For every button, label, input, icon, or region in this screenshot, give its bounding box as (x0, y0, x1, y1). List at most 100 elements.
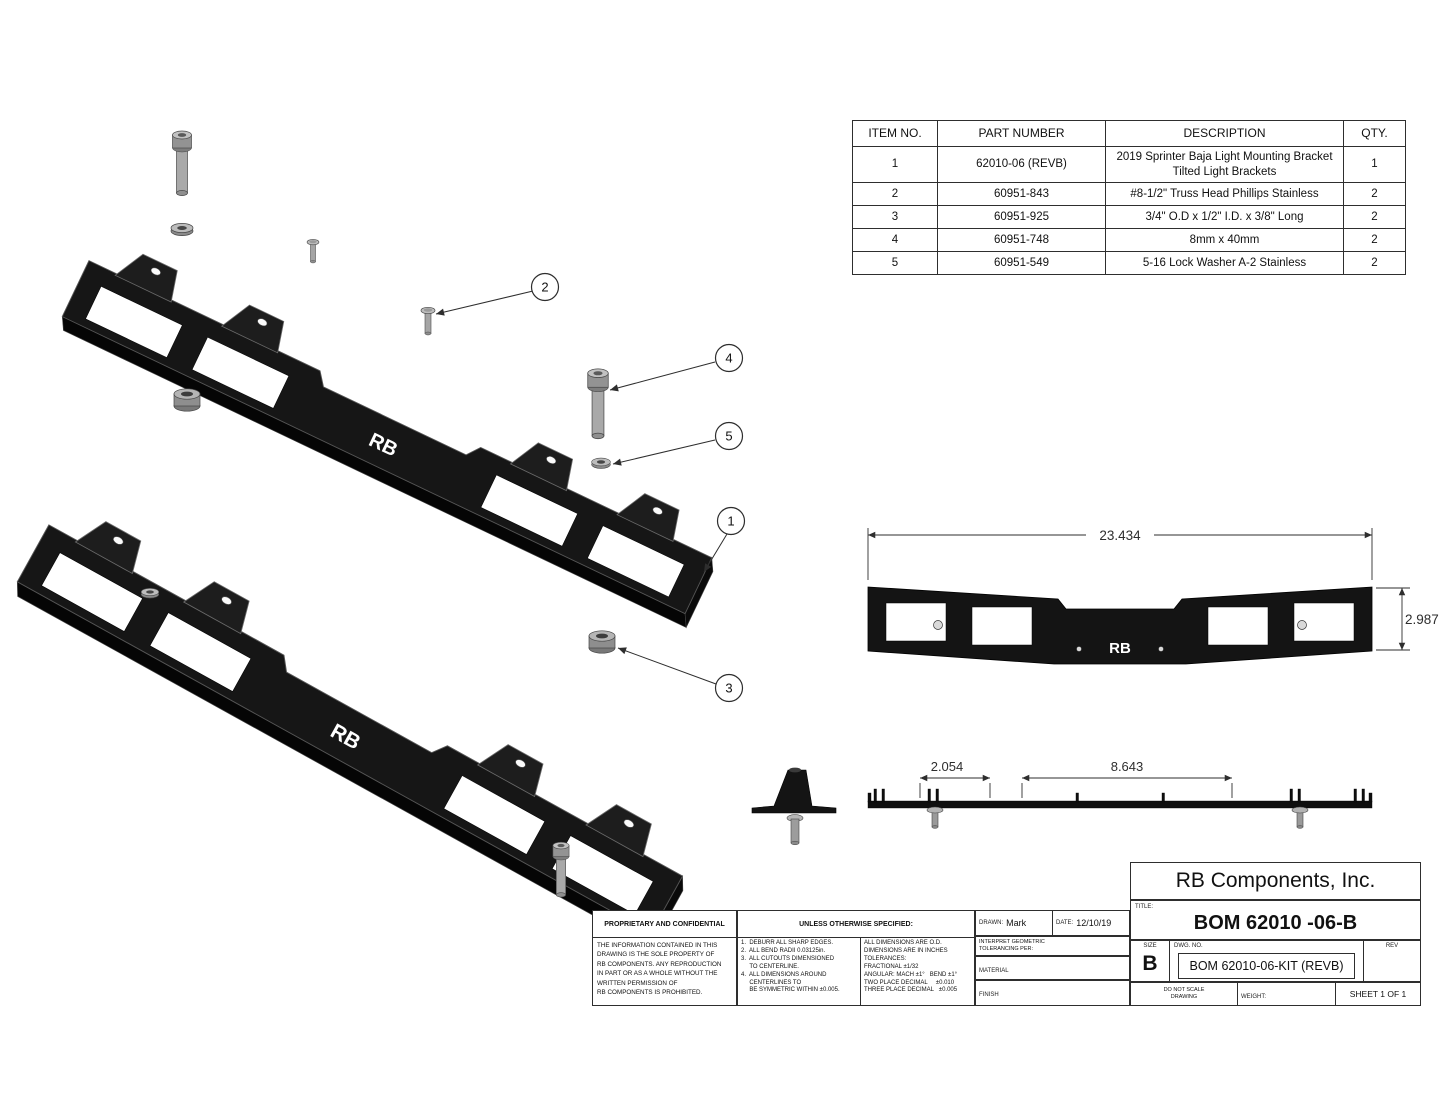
lock-washer-item5 (591, 457, 611, 469)
proprietary-heading: PROPRIETARY AND CONFIDENTIAL (593, 911, 736, 938)
svg-text:3: 3 (725, 681, 732, 696)
bom-table-wrap: ITEM NO. PART NUMBER DESCRIPTION QTY. 1 … (852, 120, 1406, 275)
drawn-row: DRAWN: Mark DATE: 12/10/19 (975, 910, 1130, 936)
bom-cell-part: 60951-925 (937, 205, 1106, 229)
rev-label: REV (1385, 943, 1399, 949)
bom-cell-part: 60951-843 (937, 182, 1106, 206)
bom-header-desc: DESCRIPTION (1105, 120, 1344, 147)
bom-header-part: PART NUMBER (937, 120, 1106, 147)
uos-tolerances: ALL DIMENSIONS ARE O.D. DIMENSIONS ARE I… (861, 938, 974, 1006)
spacer-left (173, 388, 201, 412)
bom-cell-desc: 2019 Sprinter Baja Light Mounting Bracke… (1105, 146, 1344, 183)
company-name: RB Components, Inc. (1175, 869, 1376, 892)
uos-notes: 1. DEBURR ALL SHARP EDGES. 2. ALL BEND R… (738, 938, 861, 1006)
bom-table: ITEM NO. PART NUMBER DESCRIPTION QTY. 1 … (852, 120, 1406, 275)
finish-box: FINISH (975, 980, 1130, 1006)
truss-screw-item2 (420, 306, 436, 336)
tolerance-line: ALL DIMENSIONS ARE O.D. (864, 940, 942, 946)
bom-cell-desc: #8-1/2" Truss Head Phillips Stainless (1105, 182, 1344, 206)
uos-note: 4. ALL DIMENSIONS AROUND CENTERLINES TO … (741, 971, 840, 994)
tolerance-line: TWO PLACE DECIMAL ±0.010 (864, 979, 955, 986)
bom-header-item: ITEM NO. (852, 120, 938, 147)
front-view: RB 23.434 2.987 (867, 528, 1439, 665)
bom-cell-desc: 3/4" O.D x 1/2" I.D. x 3/8" Long (1105, 205, 1344, 229)
bom-cell-part: 60951-549 (937, 251, 1106, 275)
bottom-view: 2.054 8.643 (867, 759, 1373, 829)
bom-cell-desc: 8mm x 40mm (1105, 228, 1344, 252)
dim-plan-offset: 2.054 (931, 759, 964, 774)
bom-cell-item: 5 (852, 251, 938, 275)
cap-screw-top-left (172, 130, 192, 197)
bom-cell-part: 60951-748 (937, 228, 1106, 252)
proprietary-text: THE INFORMATION CONTAINED IN THIS DRAWIN… (597, 942, 722, 997)
balloon-5: 5 (714, 421, 744, 451)
proprietary-block: PROPRIETARY AND CONFIDENTIAL THE INFORMA… (592, 910, 737, 1006)
svg-text:2: 2 (541, 280, 548, 295)
side-view (751, 767, 837, 846)
tolerance-line: ANGULAR: MACH ±1° BEND ±1° (864, 971, 958, 978)
balloon-leaders (435, 290, 728, 685)
balloon-2: 2 (530, 272, 560, 302)
cap-screw-item4 (587, 368, 609, 440)
washer-lower-bracket (140, 587, 160, 599)
tolerance-line: TOLERANCES: (864, 955, 907, 962)
drawn-label: DRAWN: (979, 920, 1004, 926)
dim-overall-height: 2.987 (1405, 612, 1439, 627)
tolerance-line: DIMENSIONS ARE IN INCHES (864, 947, 948, 954)
material-box: MATERIAL (975, 956, 1130, 980)
table-row: 1 62010-06 (REVB) 2019 Sprinter Baja Lig… (852, 146, 1406, 183)
size-row: SIZE B DWG. NO. BOM 62010-06-KIT (REVB) … (1130, 940, 1421, 982)
interpret-box: INTERPRET GEOMETRIC TOLERANCING PER: (975, 936, 1130, 956)
bom-header-qty: QTY. (1343, 120, 1406, 147)
drawing-title: BOM 62010 -06-B (1193, 912, 1358, 934)
weight-label: WEIGHT: (1241, 994, 1266, 1000)
size-label: SIZE (1143, 943, 1157, 949)
bom-cell-item: 2 (852, 182, 938, 206)
balloon-3: 3 (714, 673, 744, 703)
uos-note: 3. ALL CUTOUTS DIMENSIONED TO CENTERLINE… (741, 955, 835, 970)
bom-cell-qty: 2 (1343, 182, 1406, 206)
uos-note: 2. ALL BEND RADII 0.03125in. (741, 947, 826, 954)
bom-cell-desc: 5-16 Lock Washer A-2 Stainless (1105, 251, 1344, 275)
bom-cell-qty: 1 (1343, 146, 1406, 183)
dim-overall-width: 23.434 (1099, 528, 1141, 543)
bom-cell-qty: 2 (1343, 228, 1406, 252)
date-label: DATE: (1056, 920, 1074, 926)
exploded-view: RB RB (10, 130, 732, 949)
bom-cell-qty: 2 (1343, 251, 1406, 275)
uos-heading: UNLESS OTHERWISE SPECIFIED: (738, 911, 974, 938)
uos-note: 1. DEBURR ALL SHARP EDGES. (741, 940, 834, 946)
upper-bracket (56, 234, 732, 628)
bom-cell-item: 3 (852, 205, 938, 229)
rb-logo-front: RB (1109, 640, 1131, 657)
balloon-1: 1 (716, 506, 746, 536)
table-row: 4 60951-748 8mm x 40mm 2 (852, 228, 1406, 252)
drawn-by: Mark (1006, 918, 1027, 928)
interpret-text: INTERPRET GEOMETRIC TOLERANCING PER: (979, 939, 1045, 953)
bom-cell-item: 1 (852, 146, 938, 183)
titleblock-bottom-row: DO NOT SCALE DRAWING WEIGHT: SHEET 1 OF … (1130, 982, 1421, 1006)
title-label: TITLE: (1135, 904, 1154, 910)
svg-text:1: 1 (727, 514, 734, 529)
svg-text:4: 4 (725, 351, 732, 366)
bom-header-row: ITEM NO. PART NUMBER DESCRIPTION QTY. (852, 120, 1406, 147)
table-row: 5 60951-549 5-16 Lock Washer A-2 Stainle… (852, 251, 1406, 275)
bom-cell-part: 62010-06 (REVB) (937, 146, 1106, 183)
plan-screw-right (1291, 806, 1309, 829)
balloons: 2 4 5 1 3 (530, 272, 746, 703)
bom-cell-qty: 2 (1343, 205, 1406, 229)
spacer-item3 (588, 630, 616, 654)
tolerance-line: THREE PLACE DECIMAL ±0.005 (864, 987, 958, 994)
material-label: MATERIAL (979, 968, 1009, 974)
title-box: TITLE: BOM 62010 -06-B (1130, 900, 1421, 940)
size-value: B (1142, 952, 1158, 975)
finish-label: FINISH (979, 992, 999, 998)
plan-screw-left (926, 806, 944, 829)
balloon-4: 4 (714, 343, 744, 373)
svg-text:5: 5 (725, 429, 732, 444)
table-row: 2 60951-843 #8-1/2" Truss Head Phillips … (852, 182, 1406, 206)
do-not-scale: DO NOT SCALE DRAWING (1163, 986, 1205, 1000)
dim-plan-spacing: 8.643 (1111, 759, 1144, 774)
washer-top-left (170, 222, 194, 237)
